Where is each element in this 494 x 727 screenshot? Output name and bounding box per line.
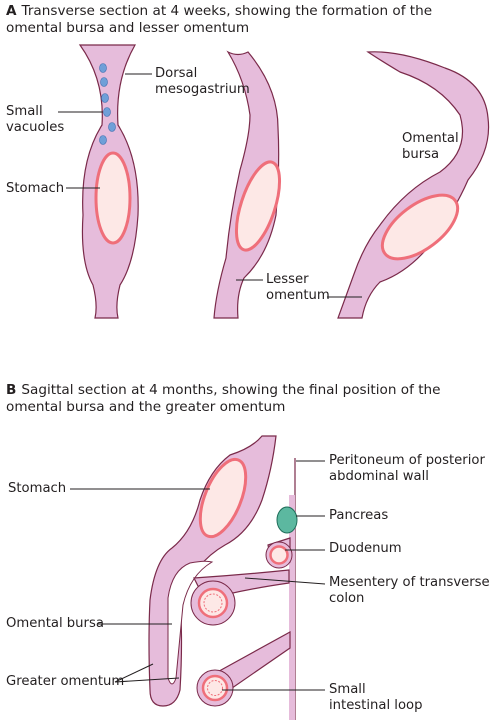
label-stomach-b: Stomach bbox=[8, 481, 67, 496]
b-small-intestine-inner bbox=[207, 680, 223, 696]
panel-b-letter: B bbox=[6, 382, 17, 398]
leader-greater-omentum-1 bbox=[114, 663, 154, 683]
a1-stomach bbox=[94, 151, 132, 245]
label-small-intestinal-loop: Small intestinal loop bbox=[329, 682, 422, 714]
label-pancreas: Pancreas bbox=[329, 508, 389, 523]
label-dorsal-mesogastrium: Dorsal mesogastrium bbox=[155, 66, 250, 98]
label-peritoneum-line2: abdominal wall bbox=[329, 469, 429, 484]
b-transverse-colon-inner bbox=[203, 593, 223, 613]
label-small-vacuoles-line2: vacuoles bbox=[6, 120, 65, 135]
label-omental-bursa-a-line2: bursa bbox=[402, 147, 440, 162]
b-stomach bbox=[198, 457, 248, 539]
label-omental-bursa-a-line1: Omental bbox=[402, 131, 459, 146]
label-mesentery-line1: Mesentery of transverse bbox=[329, 575, 490, 590]
label-lesser-omentum-line2: omentum bbox=[266, 288, 330, 303]
label-dorsal-mesogastrium-line2: mesogastrium bbox=[155, 82, 250, 97]
b-omentum-fold bbox=[148, 435, 277, 707]
label-omental-bursa-a: Omental bursa bbox=[402, 131, 459, 163]
b-pancreas bbox=[276, 506, 298, 534]
label-peritoneum: Peritoneum of posterior abdominal wall bbox=[329, 453, 485, 485]
label-stomach-a: Stomach bbox=[6, 181, 65, 196]
panel-a-letter: A bbox=[6, 3, 17, 19]
b-duodenum-lumen bbox=[269, 545, 289, 565]
a2-stomach bbox=[234, 160, 282, 252]
b-small-intestine-lumen bbox=[201, 674, 229, 702]
label-lesser-omentum-line1: Lesser bbox=[266, 272, 309, 287]
label-small-intestinal-loop-line1: Small bbox=[329, 682, 366, 697]
label-small-vacuoles: Small vacuoles bbox=[6, 104, 64, 136]
b-transverse-colon-lumen bbox=[197, 587, 229, 619]
a3-mesentery bbox=[337, 51, 490, 319]
label-omental-bursa-b: Omental bursa bbox=[6, 616, 104, 631]
label-small-intestinal-loop-line2: intestinal loop bbox=[329, 698, 423, 713]
label-peritoneum-line1: Peritoneum of posterior bbox=[329, 453, 485, 468]
leader-mesentery bbox=[244, 577, 326, 585]
label-duodenum: Duodenum bbox=[329, 541, 402, 556]
label-mesentery: Mesentery of transverse colon bbox=[329, 575, 490, 607]
label-dorsal-mesogastrium-line1: Dorsal bbox=[155, 66, 198, 81]
label-mesentery-line2: colon bbox=[329, 591, 365, 606]
label-small-vacuoles-line1: Small bbox=[6, 104, 43, 119]
a3-stomach bbox=[380, 193, 460, 261]
label-greater-omentum: Greater omentum bbox=[6, 674, 125, 689]
leader-greater-omentum-2 bbox=[114, 677, 180, 683]
wall-fill bbox=[289, 495, 295, 720]
panel-b-caption-text: Sagittal section at 4 months, showing th… bbox=[6, 382, 441, 415]
panel-a-caption-text: Transverse section at 4 weeks, showing t… bbox=[6, 3, 433, 36]
a2-mesentery bbox=[213, 50, 280, 319]
a1-vacuoles bbox=[99, 63, 116, 145]
b-omental-bursa-cavity bbox=[167, 560, 214, 685]
label-lesser-omentum: Lesser omentum bbox=[266, 272, 330, 304]
